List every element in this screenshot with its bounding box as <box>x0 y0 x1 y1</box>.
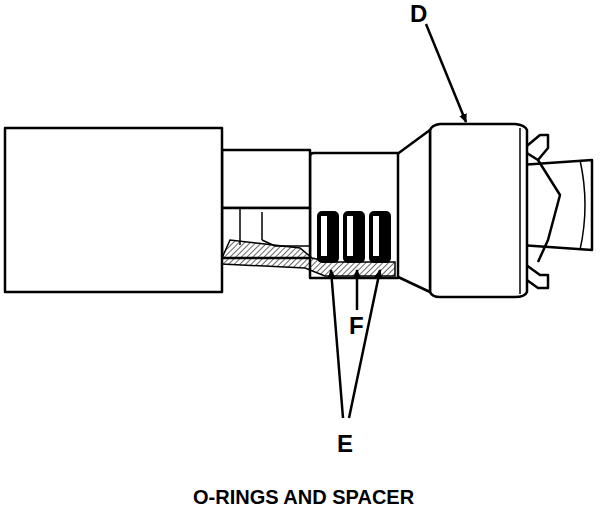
callout-letter: E <box>337 432 353 456</box>
callout-letter: F <box>349 314 364 338</box>
figure-caption: O-RINGS AND SPACER <box>193 487 414 507</box>
callout-letter: D <box>410 2 427 26</box>
